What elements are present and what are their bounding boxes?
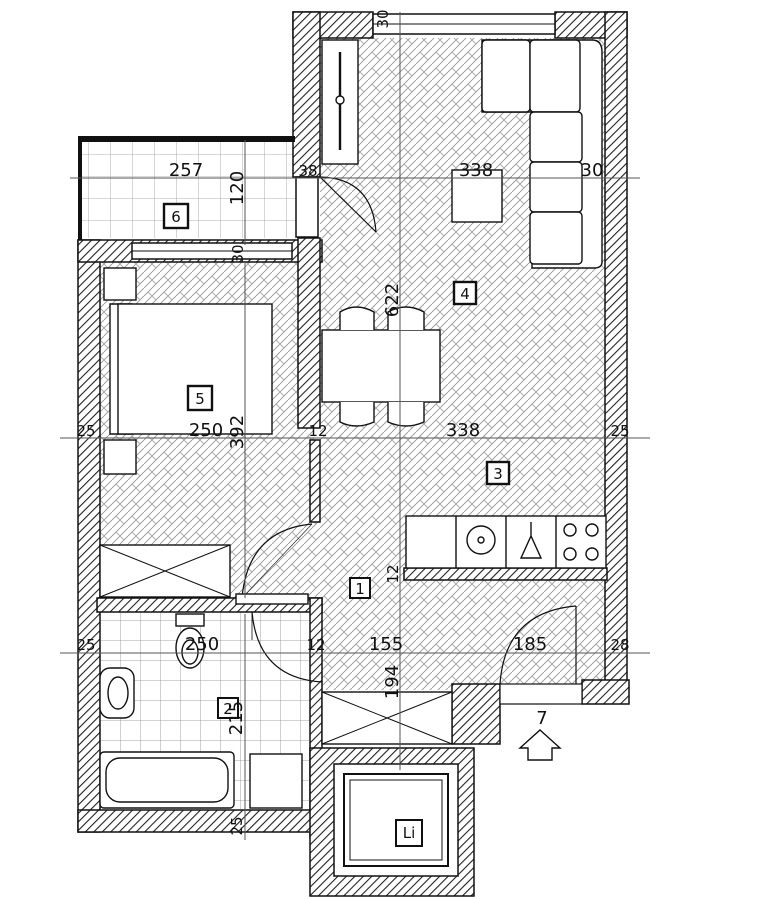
kitchen-counter <box>405 515 607 569</box>
washbasin <box>99 667 135 719</box>
dimension-labels: 338 338 30 38 30 622 250 392 30 25 25 12… <box>76 9 629 835</box>
coffee-table <box>451 169 503 223</box>
room-label-2: 2 <box>217 697 239 719</box>
wall-right-low <box>581 679 630 705</box>
wall-bedroom-right-low <box>309 439 321 523</box>
dim-living-depth: 622 <box>382 283 403 317</box>
dim-hall-right-width: 185 <box>513 634 547 655</box>
svg-text:5: 5 <box>195 390 205 408</box>
bathtub <box>99 751 235 809</box>
dim-kitchen-wall: 12 <box>384 564 402 583</box>
entrance-marker: 7 <box>518 708 562 761</box>
windows <box>131 13 556 260</box>
wall-bedroom-right <box>297 237 321 429</box>
svg-text:6: 6 <box>171 208 181 226</box>
dim-mid-living-width: 338 <box>446 420 480 441</box>
hall-closet <box>321 691 453 745</box>
washing-machine <box>249 753 303 809</box>
room-label-3: 3 <box>485 460 511 486</box>
svg-text:Li: Li <box>403 824 416 842</box>
svg-text:2: 2 <box>223 700 233 718</box>
wardrobe-corridor <box>99 544 231 598</box>
dim-right-wall-mid: 25 <box>610 422 629 440</box>
dim-balcony-depth: 120 <box>227 171 248 205</box>
room-label-1: 1 <box>349 577 371 599</box>
entrance-arrow-icon <box>518 729 562 761</box>
svg-text:4: 4 <box>460 285 470 303</box>
wall-hall-bottom <box>451 683 501 745</box>
dining-table <box>321 329 441 403</box>
room-labels: 1 2 3 4 5 6 Li <box>162 202 511 847</box>
wall-living-right <box>604 11 628 701</box>
dim-bedroom-depth: 392 <box>227 415 248 449</box>
door-bedroom <box>241 523 313 599</box>
dim-inner-wall-mid: 12 <box>308 422 327 440</box>
wall-balcony-top <box>78 136 295 142</box>
dim-bath-width: 250 <box>185 634 219 655</box>
entrance-opening <box>499 683 583 705</box>
wall-kitchen <box>403 567 608 581</box>
dim-hall-width: 155 <box>369 634 403 655</box>
lift-cabin-inner <box>349 779 443 861</box>
dim-right-wall-low: 28 <box>610 636 629 654</box>
dim-living-left-wall: 38 <box>298 162 317 180</box>
room-label-lift: Li <box>395 819 423 847</box>
room-label-4: 4 <box>452 280 478 306</box>
wall-left <box>77 239 101 833</box>
dim-bedroom-top-wall: 30 <box>229 244 247 263</box>
dim-left-wall-mid: 25 <box>76 422 95 440</box>
dim-hall-depth: 194 <box>382 665 403 699</box>
dim-left-wall-low: 25 <box>76 636 95 654</box>
room-label-5: 5 <box>186 384 214 412</box>
wall-living-left <box>292 11 321 178</box>
dimension-lines <box>60 12 650 840</box>
svg-text:1: 1 <box>355 580 365 598</box>
svg-text:7: 7 <box>536 708 547 729</box>
bed <box>103 267 273 475</box>
room-label-6: 6 <box>162 202 190 230</box>
dining-chairs <box>339 306 425 427</box>
dim-inner-wall-low: 12 <box>306 636 325 654</box>
bath-shelf <box>235 593 309 605</box>
dim-living-top-wall: 30 <box>374 9 392 28</box>
dim-balcony-width: 257 <box>169 160 203 181</box>
door-entrance <box>499 605 577 685</box>
dim-bath-depth: 215 <box>226 701 247 735</box>
balcony-door <box>295 176 319 238</box>
wall-bottom <box>77 809 323 833</box>
svg-text:3: 3 <box>493 465 503 483</box>
wardrobe-living <box>321 39 359 165</box>
dim-bedroom-width: 250 <box>189 420 223 441</box>
dim-top-living-width: 338 <box>459 160 493 181</box>
door-bath <box>251 611 323 683</box>
sofa <box>481 39 603 269</box>
dim-living-right-wall: 30 <box>581 160 604 181</box>
furniture <box>99 39 607 809</box>
wall-balcony-left <box>78 136 82 240</box>
toilet <box>175 613 205 669</box>
dim-bottom-wall: 25 <box>228 816 246 835</box>
doors <box>241 176 583 705</box>
